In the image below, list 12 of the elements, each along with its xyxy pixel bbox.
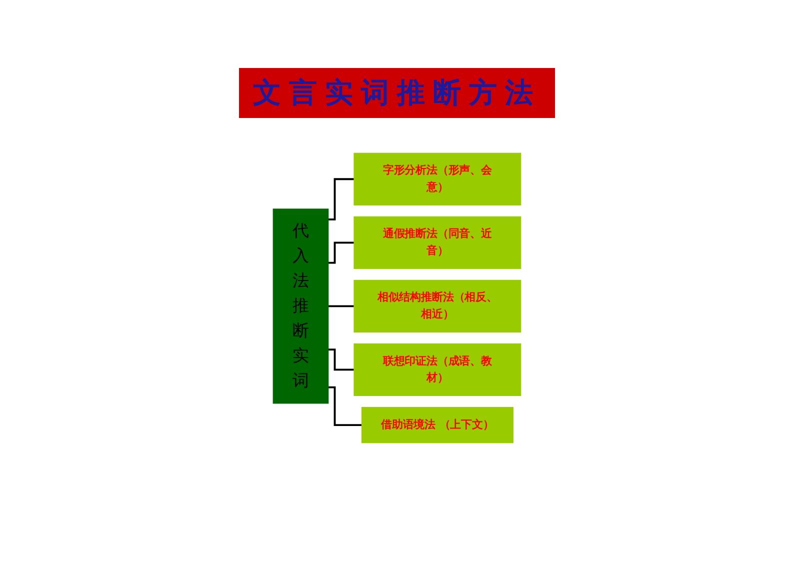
- node-box: 字形分析法（形声、会意）: [354, 152, 522, 206]
- node-box: 相似结构推断法（相反、相近）: [354, 280, 522, 332]
- connector: [328, 305, 354, 308]
- node-box: 代入法推断实词: [272, 208, 329, 404]
- connector: [328, 178, 354, 220]
- node-box: 联想印证法（成语、教材）: [354, 343, 522, 396]
- connector: [328, 348, 354, 371]
- title-banner: 文言实词推断方法: [239, 68, 555, 118]
- connector: [328, 386, 362, 426]
- node-box: 通假推断法（同音、近音）: [354, 216, 522, 269]
- node-box: 借助语境法 （上下文）: [361, 406, 514, 444]
- connector: [328, 242, 354, 264]
